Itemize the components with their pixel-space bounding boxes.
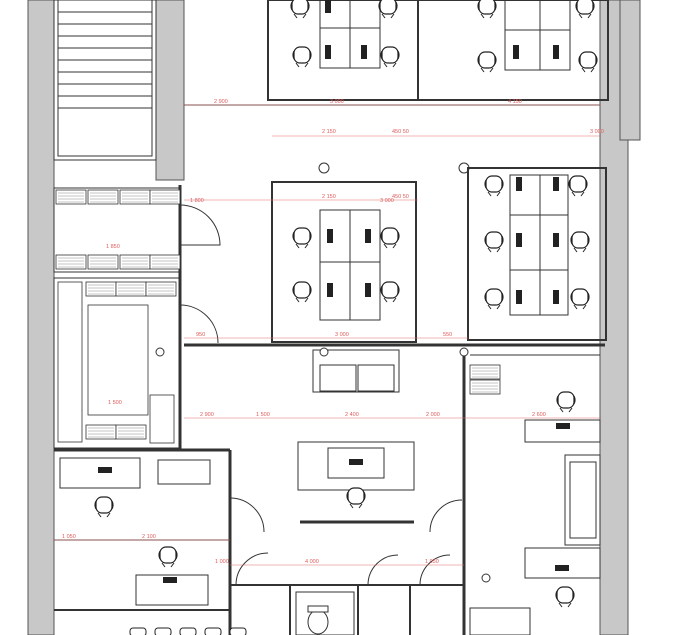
doors: [179, 204, 463, 586]
dimension-label: 950: [196, 332, 205, 338]
dimension-label: 1 050: [62, 534, 76, 540]
dimension-label: 550: [443, 332, 452, 338]
dimension-label: 4 150: [508, 99, 522, 105]
bottom-right-area: [469, 364, 601, 635]
dimension-label: 2 900: [200, 412, 214, 418]
dimension-label: 2 150: [322, 129, 336, 135]
top-left-room: [267, 0, 419, 101]
dimension-label: 2 400: [345, 412, 359, 418]
dimension-label: 2 600: [532, 412, 546, 418]
dimension-label: 3 000: [380, 198, 394, 204]
dimension-label: 1 850: [106, 244, 120, 250]
bottom-chairs: [129, 627, 247, 635]
dimension-label: 1 500: [256, 412, 270, 418]
exterior-walls: [27, 0, 641, 635]
dimension-label: 2 100: [142, 534, 156, 540]
dimension-lines: [54, 104, 600, 566]
dimension-label: 1 000: [215, 559, 229, 565]
middle-left-room: [271, 181, 417, 343]
dimension-label: 2 000: [426, 412, 440, 418]
middle-right-room: [467, 167, 607, 341]
dimension-label: 1 050: [425, 559, 439, 565]
storage-room: [53, 187, 181, 449]
dimension-label: 450 50: [392, 194, 409, 200]
dimension-label: 450 50: [392, 129, 409, 135]
top-right-room: [417, 0, 609, 101]
bathroom: [295, 591, 355, 635]
manager-office: [297, 349, 415, 524]
staircase: [53, 0, 157, 161]
bottom-left-office: [59, 457, 211, 606]
dimension-label: 3 000: [335, 332, 349, 338]
dimension-label: 1 500: [108, 400, 122, 406]
columns: [318, 162, 470, 357]
dimension-labels: 2 900 3 000 4 150 2 150 450 50 3 000 2 1…: [62, 99, 604, 565]
dimension-label: 2 900: [214, 99, 228, 105]
dimension-label: 3 000: [330, 99, 344, 105]
dimension-label: 4 000: [305, 559, 319, 565]
dimension-label: 1 800: [190, 198, 204, 204]
dimension-label: 2 150: [322, 194, 336, 200]
dimension-label: 3 000: [590, 129, 604, 135]
